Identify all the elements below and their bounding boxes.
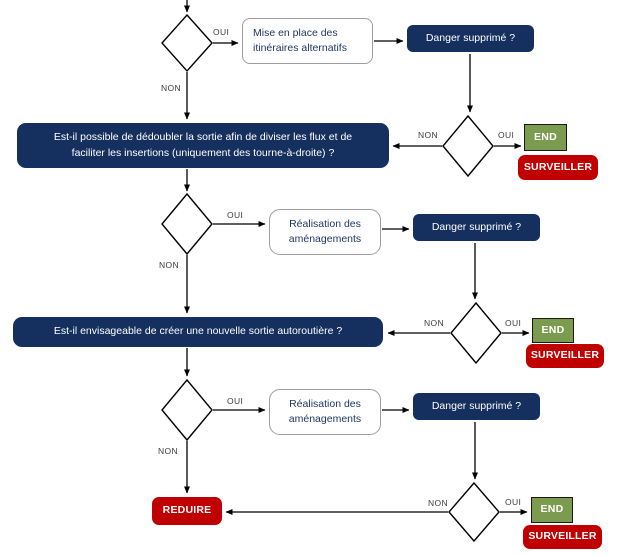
decision-diamond-r2 [450, 301, 502, 365]
decision-diamond-r1 [442, 114, 494, 178]
decision-diamond-1 [161, 13, 213, 73]
decision-diamond-2 [161, 192, 213, 256]
decision-diamond-r3 [448, 481, 500, 543]
decision-diamond-3 [161, 378, 213, 442]
